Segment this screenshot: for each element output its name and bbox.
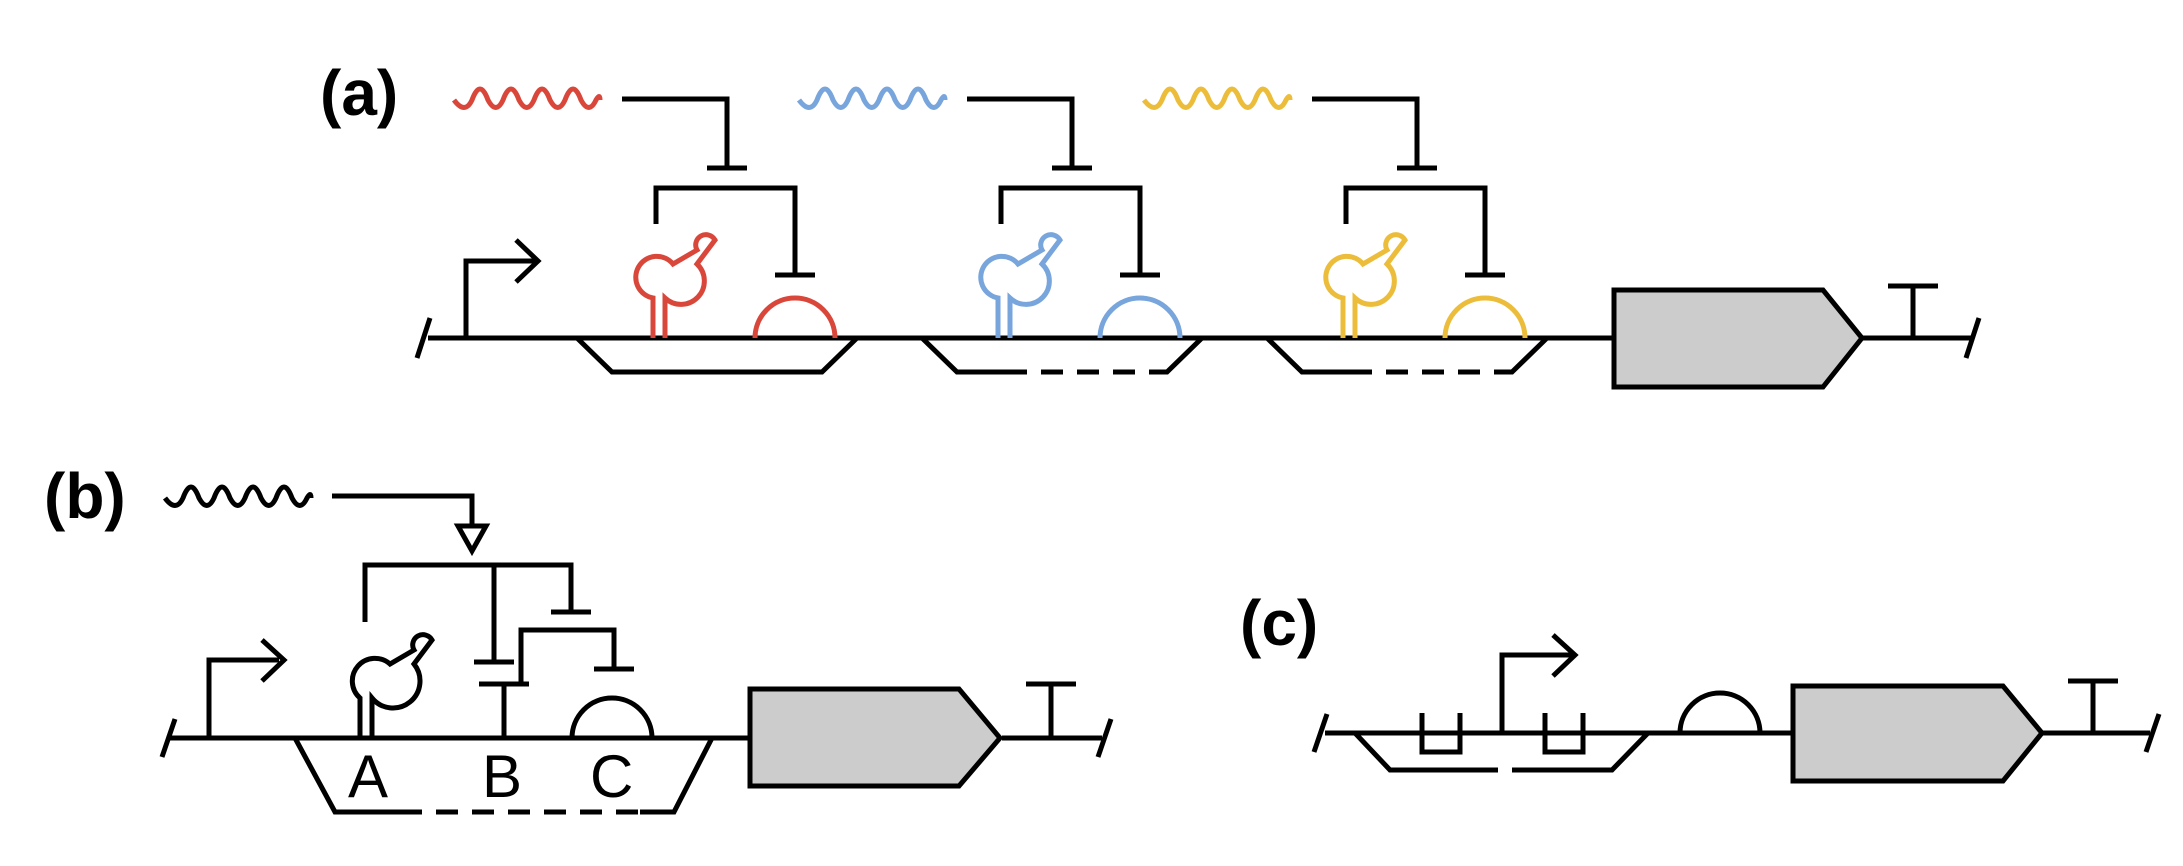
panel-c-operator-trapezoid (1353, 731, 1650, 773)
operator-trapezoid (575, 336, 859, 375)
panel-b-operator-trapezoid (292, 736, 715, 815)
hairpin-aptamer-icon (633, 232, 718, 338)
wavy-rna-icon (796, 86, 948, 110)
panel-b-start-tick (159, 718, 178, 758)
panel-b-cds-icon (747, 686, 1004, 789)
panel-a-end-tick (1963, 317, 1982, 359)
panel-a-cassette-blue (796, 86, 1204, 375)
repression-bracket (622, 96, 815, 278)
panel-c-promoter-icon (1499, 633, 1579, 733)
panel-a-promoter-icon (463, 238, 542, 338)
panel-b-regulation-bracket (362, 562, 634, 682)
panel-c-rbs-icon (1677, 690, 1763, 734)
panel-a-cds-icon (1611, 287, 1866, 390)
panel-b: (b) A B C (44, 460, 1114, 815)
repression-bracket (1312, 96, 1505, 278)
rbs-icon (1442, 295, 1528, 339)
panel-a-start-tick (414, 317, 433, 359)
hairpin-aptamer-icon (978, 232, 1063, 338)
panel-b-label: (b) (44, 460, 126, 532)
repression-bracket (967, 96, 1160, 278)
panel-b-site-b-mark (479, 681, 529, 738)
panel-a: (a) (320, 57, 1982, 390)
panel-c: (c) (1240, 587, 2162, 784)
panel-b-site-a-label: A (348, 743, 388, 810)
panel-b-terminator-icon (1026, 681, 1076, 738)
panel-b-activation-arrowhead-icon (453, 523, 491, 557)
panel-b-promoter-icon (206, 638, 288, 738)
panel-a-cassette-red (451, 86, 859, 375)
panel-c-terminator-icon (2068, 678, 2118, 733)
panel-a-terminator-icon (1888, 283, 1938, 338)
panel-c-operator-box-left (1419, 713, 1463, 755)
panel-b-rbs-icon (569, 695, 655, 739)
wavy-rna-icon (162, 484, 314, 508)
rbs-icon (1097, 295, 1183, 339)
panel-c-label: (c) (1240, 587, 1318, 659)
wavy-rna-icon (1141, 86, 1293, 110)
hairpin-aptamer-icon (1323, 232, 1408, 338)
panel-b-site-b-label: B (482, 743, 522, 810)
operator-trapezoid (920, 336, 1204, 375)
panel-a-cassette-yellow (1141, 86, 1549, 375)
wavy-rna-icon (451, 86, 603, 110)
panel-c-start-tick (1311, 713, 1330, 753)
panel-c-end-tick (2143, 713, 2162, 753)
panel-b-activation-line (332, 493, 475, 526)
operator-trapezoid (1265, 336, 1549, 375)
panel-b-end-tick (1095, 718, 1114, 758)
panel-a-label: (a) (320, 57, 398, 129)
panel-b-hairpin-aptamer-icon (349, 632, 435, 738)
panel-b-site-c-label: C (590, 743, 633, 810)
rbs-icon (752, 295, 838, 339)
panel-c-operator-box-right (1542, 713, 1586, 755)
panel-c-cds-icon (1790, 683, 2046, 784)
